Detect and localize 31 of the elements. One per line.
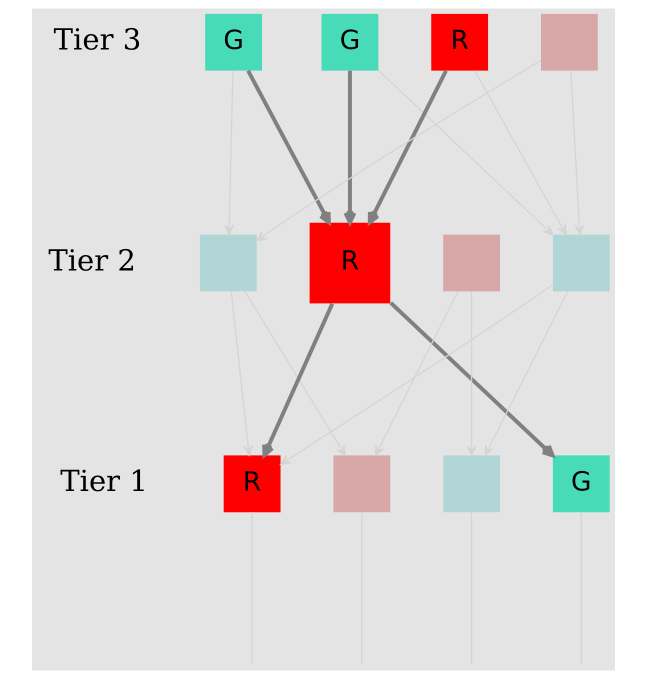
node-box bbox=[443, 234, 500, 292]
node-box: G bbox=[552, 455, 610, 512]
node-box: G bbox=[205, 14, 262, 71]
arrow bbox=[280, 284, 553, 465]
node-box bbox=[552, 234, 610, 292]
arrow bbox=[368, 70, 448, 224]
node-box bbox=[443, 455, 500, 512]
arrow bbox=[230, 291, 253, 456]
arrow bbox=[262, 303, 334, 457]
arrow bbox=[474, 70, 567, 236]
arrow bbox=[570, 70, 584, 236]
arrow bbox=[256, 60, 542, 242]
node-box: R bbox=[431, 14, 488, 71]
arrow bbox=[389, 301, 555, 458]
arrow bbox=[378, 70, 554, 236]
arrow bbox=[244, 291, 346, 456]
arrow bbox=[344, 70, 356, 224]
node-box: G bbox=[322, 14, 378, 71]
node-box bbox=[333, 455, 390, 512]
node-box bbox=[200, 234, 257, 292]
arrow bbox=[484, 291, 568, 456]
node-box: R bbox=[224, 455, 281, 512]
label: Tier 3 bbox=[54, 22, 142, 57]
arrow bbox=[466, 292, 476, 456]
label: Tier 2 bbox=[48, 243, 136, 278]
node-box bbox=[540, 14, 598, 71]
arrow bbox=[224, 70, 234, 236]
label: Tier 1 bbox=[60, 464, 148, 498]
arrow bbox=[374, 291, 458, 456]
arrow bbox=[246, 70, 331, 224]
node-box: R bbox=[310, 222, 390, 304]
